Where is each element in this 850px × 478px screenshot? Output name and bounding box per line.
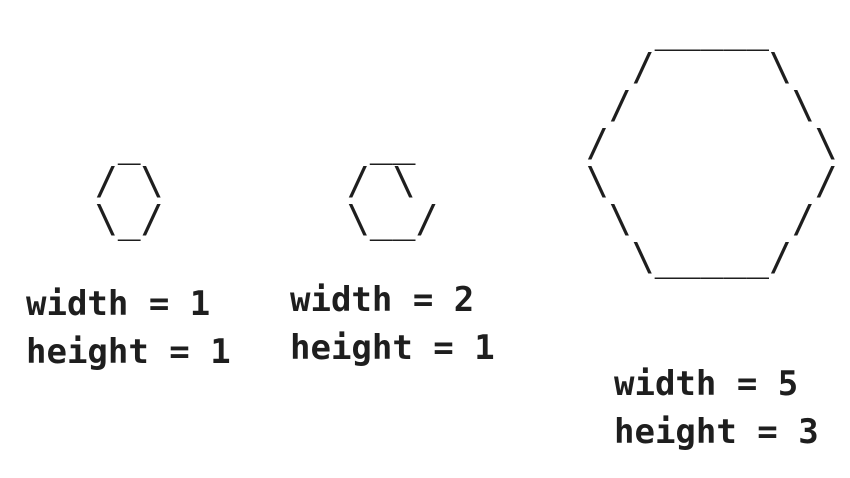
dimension-labels: width = 2 height = 1 [290, 276, 495, 372]
height-label: height = 3 [614, 412, 819, 452]
hexagon-figure-2: __ / \ \__/ width = 2 height = 1 [290, 121, 524, 384]
hexagon-ascii-art: __ / \ \__/ [346, 121, 439, 241]
dimension-labels: width = 5 height = 3 [614, 360, 819, 456]
hexagon-ascii-art: _____ / \ / \ / \ \ / \ / \_____/ [586, 7, 838, 279]
width-label: width = 1 [26, 284, 211, 324]
width-label: width = 5 [614, 364, 799, 404]
hexagon-figure-3: _____ / \ / \ / \ \ / \ / \_____/ width … [586, 10, 846, 470]
height-label: height = 1 [26, 332, 231, 372]
hexagon-figure-1: _ / \ \_/ width = 1 height = 1 [26, 121, 272, 384]
width-label: width = 2 [290, 280, 475, 320]
hexagon-ascii-art: _ / \ \_/ [94, 121, 164, 241]
dimension-labels: width = 1 height = 1 [26, 280, 231, 376]
height-label: height = 1 [290, 328, 495, 368]
